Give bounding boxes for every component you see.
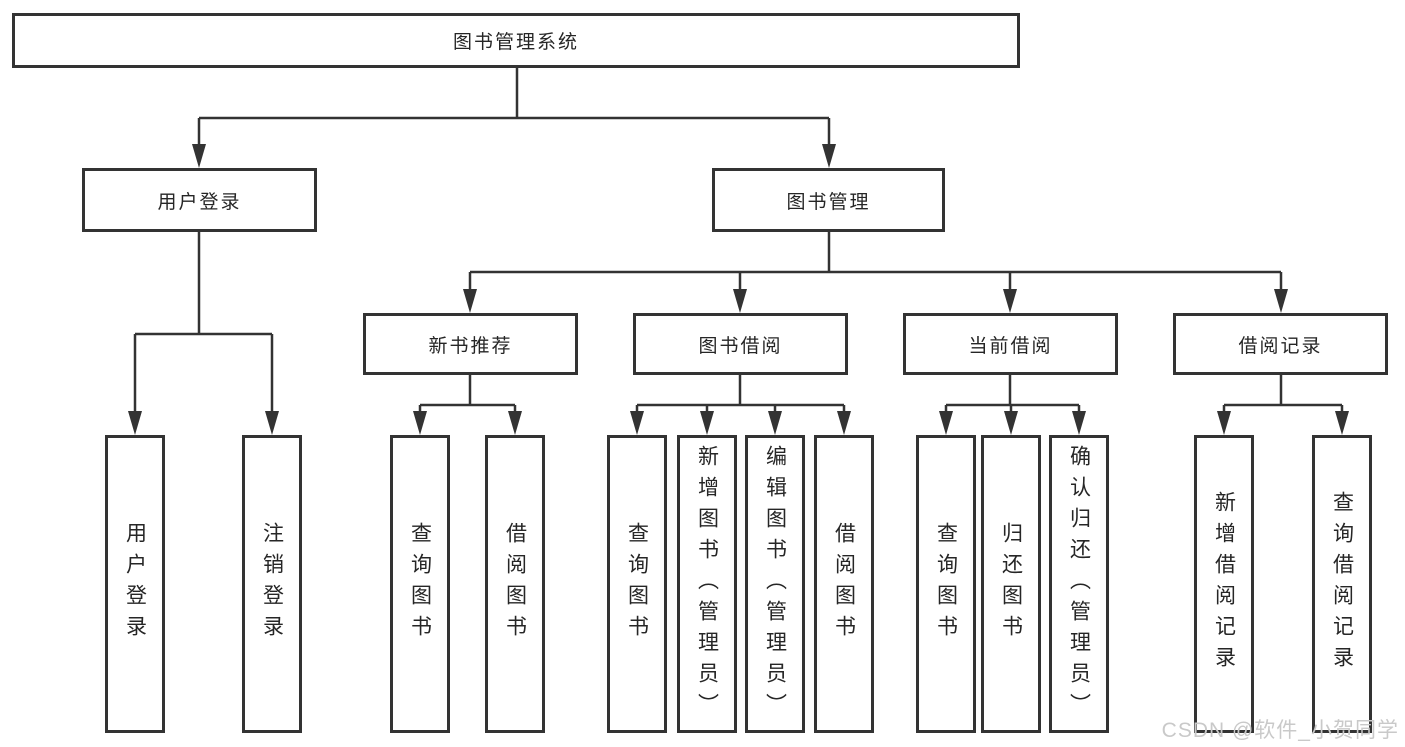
leaf-edit-books-admin-label: 编辑图书（管理员）	[763, 444, 787, 724]
node-book-management: 图书管理	[712, 168, 945, 232]
node-new-book-recommend: 新书推荐	[363, 313, 578, 375]
node-root-system: 图书管理系统	[12, 13, 1020, 68]
leaf-borrow-books-label: 借阅图书	[832, 522, 856, 646]
leaf-confirm-return-admin: 确认归还（管理员）	[1049, 435, 1109, 733]
leaf-query-borrow-record: 查询借阅记录	[1312, 435, 1372, 733]
leaf-edit-books-admin: 编辑图书（管理员）	[745, 435, 805, 733]
leaf-query-books-recommend-label: 查询图书	[408, 522, 432, 646]
node-root-label: 图书管理系统	[452, 32, 579, 53]
node-user-login-label: 用户登录	[157, 191, 242, 213]
leaf-query-books-current-label: 查询图书	[934, 522, 958, 646]
leaf-return-books: 归还图书	[981, 435, 1041, 733]
node-new-book-recommend-label: 新书推荐	[428, 335, 513, 357]
node-user-login: 用户登录	[82, 168, 317, 232]
leaf-query-books-borrow-label: 查询图书	[625, 522, 649, 646]
leaf-query-books-current: 查询图书	[916, 435, 976, 733]
node-book-borrow: 图书借阅	[633, 313, 848, 375]
node-book-borrow-label: 图书借阅	[698, 335, 783, 357]
leaf-user-login: 用户登录	[105, 435, 165, 733]
leaf-return-books-label: 归还图书	[999, 522, 1023, 646]
leaf-logout: 注销登录	[242, 435, 302, 733]
leaf-borrow-books: 借阅图书	[814, 435, 874, 733]
leaf-borrow-books-recommend-label: 借阅图书	[503, 522, 527, 646]
node-borrow-records: 借阅记录	[1173, 313, 1388, 375]
leaf-add-borrow-record: 新增借阅记录	[1194, 435, 1254, 733]
leaf-add-books-admin-label: 新增图书（管理员）	[695, 444, 719, 724]
leaf-add-books-admin: 新增图书（管理员）	[677, 435, 737, 733]
csdn-watermark: CSDN @软件_小贺同学	[1161, 719, 1399, 742]
leaf-add-borrow-record-label: 新增借阅记录	[1212, 491, 1236, 677]
leaf-user-login-label: 用户登录	[123, 522, 147, 646]
node-book-management-label: 图书管理	[786, 191, 871, 213]
leaf-query-books-recommend: 查询图书	[390, 435, 450, 733]
leaf-logout-label: 注销登录	[260, 522, 284, 646]
leaf-query-borrow-record-label: 查询借阅记录	[1330, 491, 1354, 677]
leaf-confirm-return-admin-label: 确认归还（管理员）	[1067, 444, 1091, 724]
leaf-borrow-books-recommend: 借阅图书	[485, 435, 545, 733]
node-borrow-records-label: 借阅记录	[1238, 335, 1323, 357]
arrowhead-icons	[128, 144, 1349, 435]
leaf-query-books-borrow: 查询图书	[607, 435, 667, 733]
node-current-borrow-label: 当前借阅	[968, 335, 1053, 357]
node-current-borrow: 当前借阅	[903, 313, 1118, 375]
